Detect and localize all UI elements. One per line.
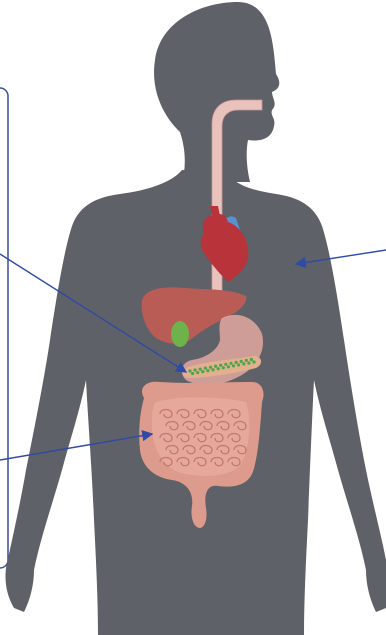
pancreas-speckle [214, 365, 217, 368]
pancreas-speckle [245, 359, 248, 362]
gallbladder [171, 321, 189, 347]
pancreas-speckle [188, 369, 191, 372]
pancreas-speckle [211, 368, 214, 371]
pancreas-speckle [194, 368, 197, 371]
pancreas-speckle [235, 361, 238, 364]
pancreas-speckle [237, 363, 240, 366]
pancreas-speckle [227, 365, 230, 368]
pancreas-speckle [222, 366, 225, 369]
pancreas-speckle [217, 367, 220, 370]
pancreas-speckle [191, 372, 194, 375]
pancreas-speckle [247, 361, 250, 364]
pancreas-speckle [242, 362, 245, 365]
pancreas-speckle [219, 364, 222, 367]
pancreas-speckle [250, 358, 253, 361]
pancreas-speckle [240, 360, 243, 363]
left-label-panel [0, 88, 8, 568]
pancreas-speckle [232, 364, 235, 367]
pancreas-speckle [229, 362, 232, 365]
pancreas-speckle [224, 363, 227, 366]
pancreas-speckle [201, 370, 204, 373]
pancreas-speckle [199, 368, 202, 371]
pancreas-speckle [196, 371, 199, 374]
pancreas-speckle [252, 360, 255, 363]
pancreas-speckle [206, 369, 209, 372]
pancreas-speckle [204, 367, 207, 370]
pancreas-speckle [209, 366, 212, 369]
